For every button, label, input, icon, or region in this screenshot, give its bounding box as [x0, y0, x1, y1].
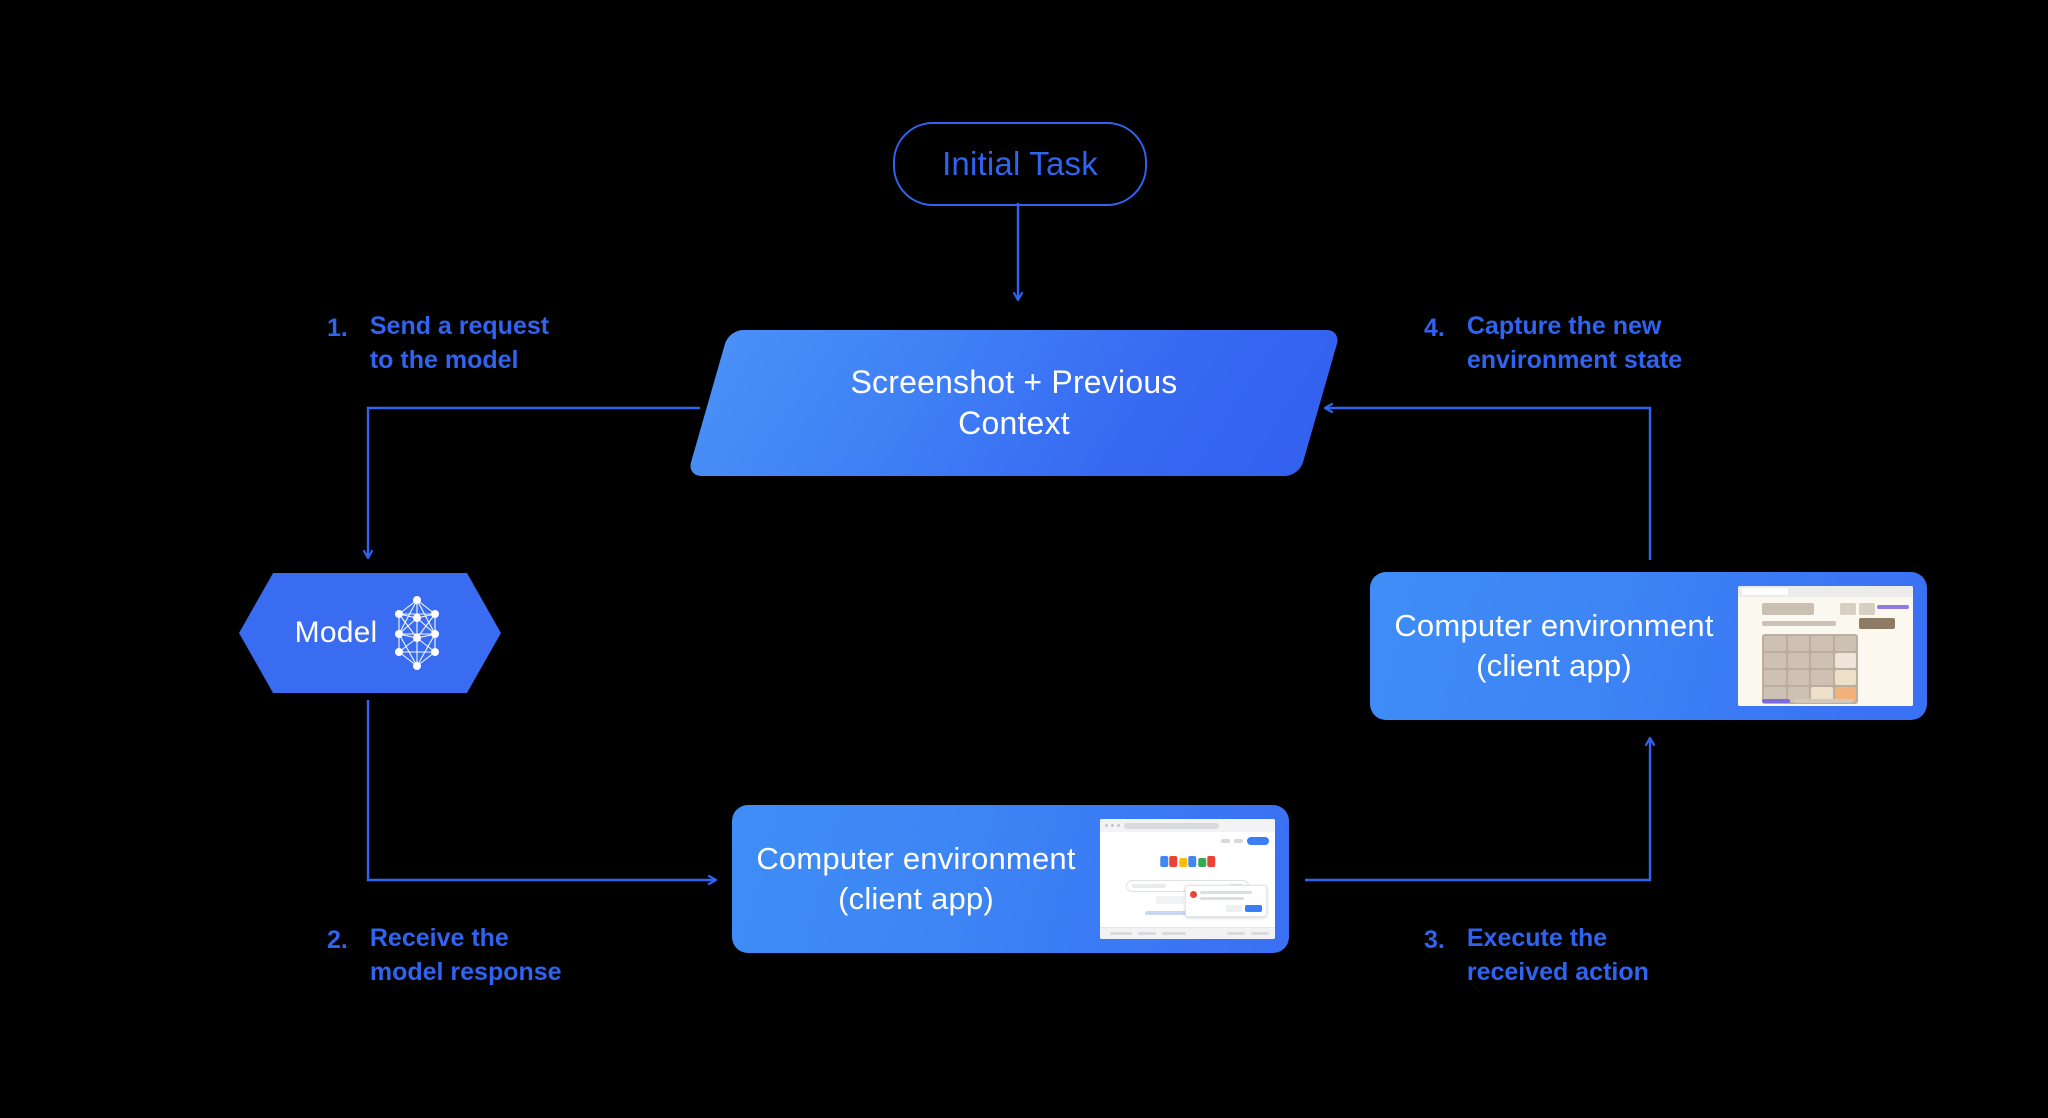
2048-footer-text [1794, 699, 1854, 703]
step-1-label: 1. Send a request to the model [327, 310, 549, 378]
browser-chrome-bar [1100, 819, 1275, 833]
step-2-text: Receive the model response [369, 924, 562, 986]
2048-grid [1762, 634, 1858, 704]
screenshot-context-node[interactable]: Screenshot + Previous Context [687, 330, 1341, 476]
google-footer [1100, 927, 1275, 939]
google-popup-dialog [1185, 885, 1267, 917]
2048-footer-link [1762, 699, 1790, 703]
env-bottom-node[interactable]: Computer environment (client app) [732, 805, 1289, 953]
2048-new-game-button [1859, 618, 1895, 629]
env-bottom-line1: Computer environment [756, 840, 1076, 876]
google-header-actions [1221, 837, 1269, 845]
step-2-number: 2. [327, 926, 348, 954]
model-label: Model [294, 616, 378, 649]
step-3-label: 3. Execute the received action [1424, 922, 1649, 990]
edge-context-to-model [368, 406, 700, 558]
hexagon-shape [239, 573, 501, 693]
env-top-line2: (client app) [1476, 648, 1632, 683]
screenshot-context-line2: Context [958, 405, 1070, 441]
2048-subtitle [1762, 621, 1836, 626]
edge-env-bottom-to-env-top [1305, 738, 1650, 882]
2048-header-link [1877, 605, 1909, 609]
2048-game-thumbnail[interactable] [1738, 586, 1913, 706]
google-page-body [1100, 832, 1275, 939]
address-bar [1124, 822, 1219, 829]
env-top-line1: Computer environment [1394, 607, 1714, 643]
initial-task-node[interactable]: Initial Task [893, 122, 1147, 206]
google-logo [1159, 856, 1216, 867]
browser-chrome-bar [1738, 586, 1913, 597]
step-3-text: Execute the received action [1466, 924, 1649, 986]
google-search-thumbnail[interactable] [1100, 819, 1275, 939]
2048-page-body [1738, 597, 1913, 706]
step-4-number: 4. [1424, 314, 1445, 342]
step-2-label: 2. Receive the model response [327, 922, 562, 990]
env-top-node[interactable]: Computer environment (client app) [1370, 572, 1927, 720]
sign-in-button [1247, 837, 1269, 845]
screenshot-context-line1: Screenshot + Previous [850, 364, 1178, 401]
2048-site-title [1762, 603, 1814, 615]
2048-score-boxes [1840, 603, 1875, 615]
env-bottom-line2: (client app) [838, 881, 994, 916]
step-4-label: 4. Capture the new environment state [1424, 310, 1682, 378]
browser-tab [1742, 588, 1788, 595]
step-1-text: Send a request to the model [369, 312, 550, 374]
edge-env-top-to-context [1325, 408, 1652, 560]
step-3-number: 3. [1424, 926, 1445, 954]
initial-task-label: Initial Task [942, 145, 1098, 182]
edge-model-to-env-bottom [366, 700, 716, 880]
neural-network-icon [395, 596, 440, 670]
model-node[interactable]: Model [239, 573, 501, 693]
step-4-text: Capture the new environment state [1466, 312, 1683, 374]
step-1-number: 1. [327, 314, 348, 342]
